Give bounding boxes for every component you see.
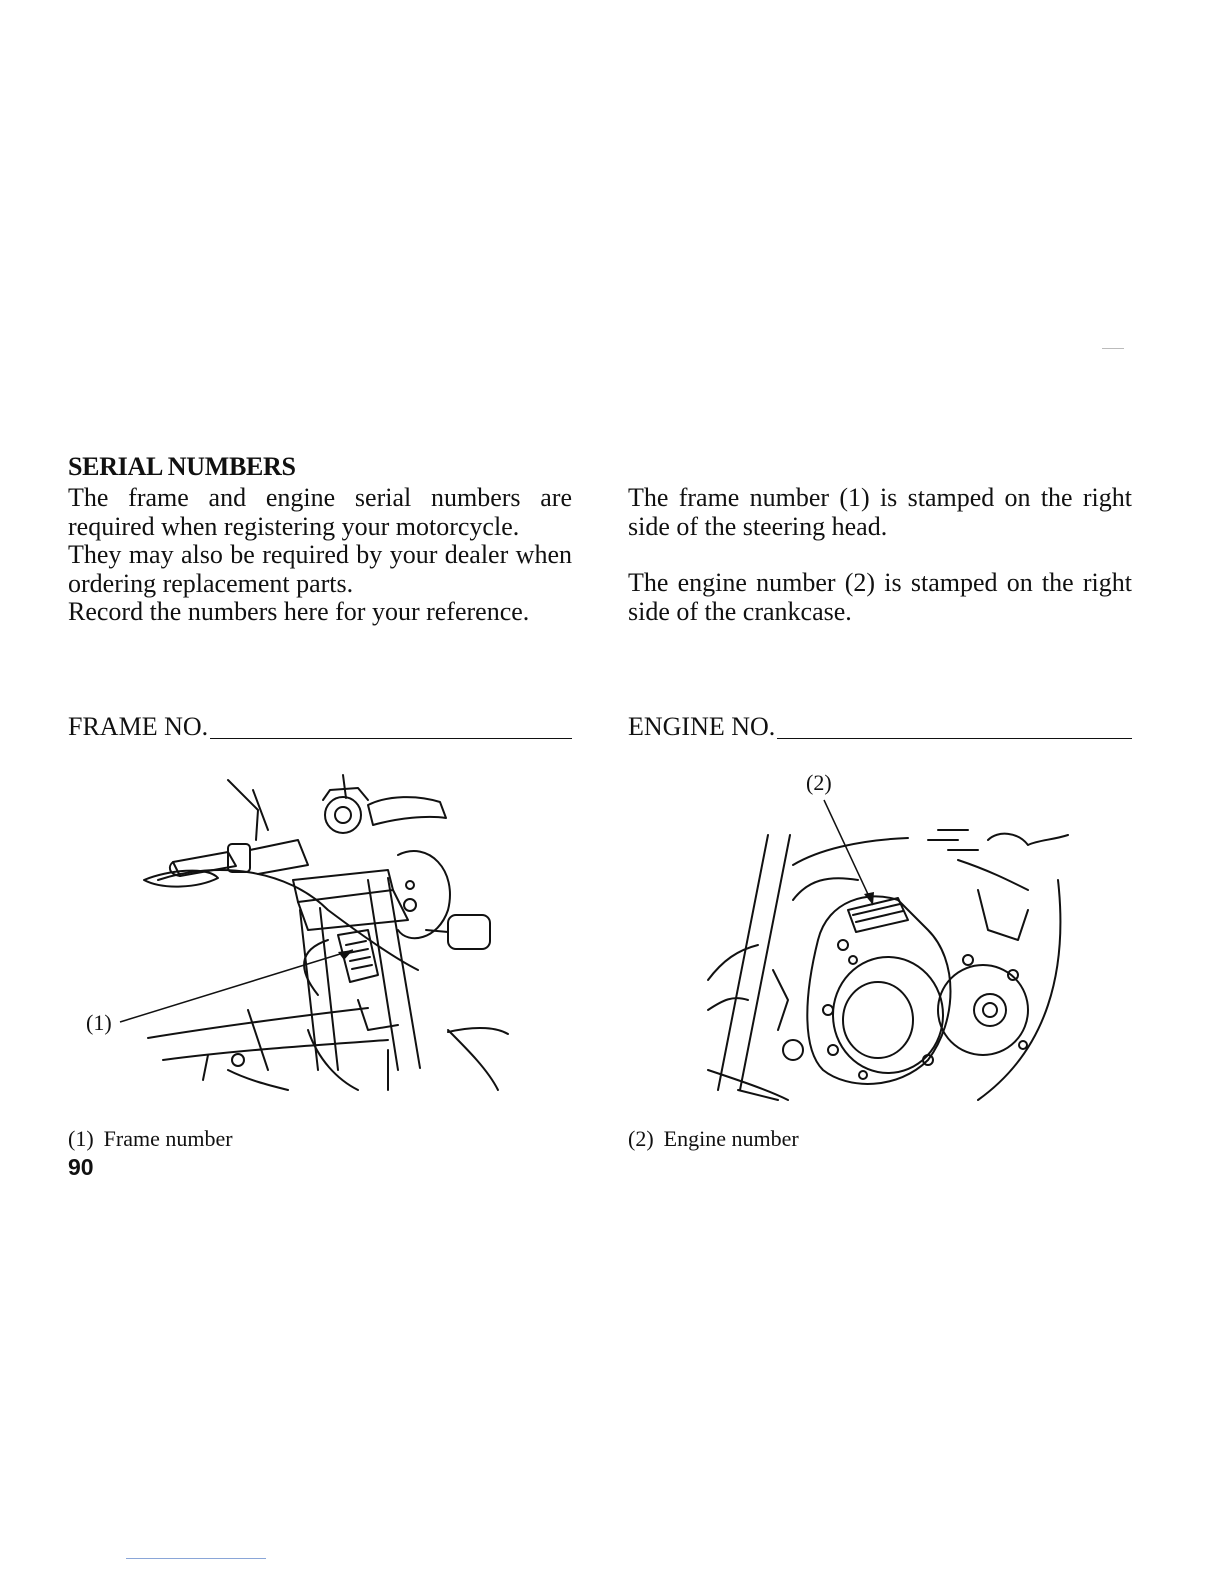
section-title: SERIAL NUMBERS <box>68 452 296 481</box>
intro-paragraph-2: They may also be required by your dealer… <box>68 540 572 598</box>
frame-caption-text: Frame number <box>103 1126 233 1151</box>
engine-number-field: ENGINE NO. <box>628 712 1132 742</box>
frame-location-paragraph: The frame number (1) is stamped on the r… <box>628 483 1132 541</box>
engine-number-label: ENGINE NO. <box>628 712 776 741</box>
frame-illustration: (1) <box>68 770 572 1100</box>
engine-number-blank <box>777 737 1132 739</box>
steering-head-drawing <box>119 774 509 1091</box>
crankcase-drawing <box>707 799 1069 1101</box>
frame-caption-number: (1) <box>68 1126 94 1151</box>
scan-artifact-line <box>126 1558 266 1559</box>
scan-artifact <box>1102 348 1124 349</box>
engine-caption-text: Engine number <box>663 1126 799 1151</box>
frame-callout: (1) <box>86 1010 112 1035</box>
intro-paragraph-1: The frame and engine serial numbers are … <box>68 483 572 541</box>
frame-number-label: FRAME NO. <box>68 712 209 741</box>
engine-location-paragraph: The engine number (2) is stamped on the … <box>628 568 1132 626</box>
frame-number-blank <box>210 737 572 739</box>
frame-caption: (1) Frame number <box>68 1126 233 1152</box>
frame-number-field: FRAME NO. <box>68 712 572 742</box>
engine-caption: (2) Engine number <box>628 1126 799 1152</box>
page-number: 90 <box>68 1154 94 1180</box>
intro-paragraph-3: Record the numbers here for your referen… <box>68 597 530 626</box>
location-text: The frame number (1) is stamped on the r… <box>628 483 1132 626</box>
intro-text: The frame and engine serial numbers are … <box>68 483 572 627</box>
engine-callout: (2) <box>806 770 832 795</box>
engine-illustration: (2) <box>628 770 1132 1110</box>
engine-caption-number: (2) <box>628 1126 654 1151</box>
